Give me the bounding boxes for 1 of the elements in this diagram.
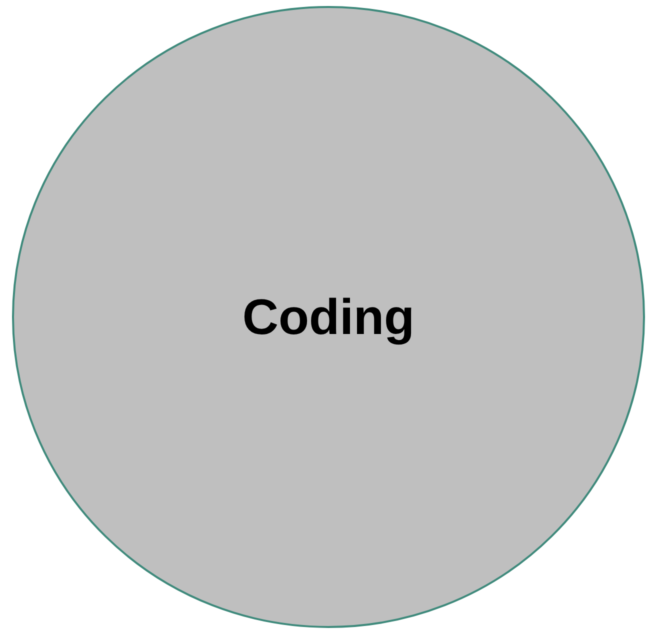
node-label: Coding <box>242 288 415 347</box>
